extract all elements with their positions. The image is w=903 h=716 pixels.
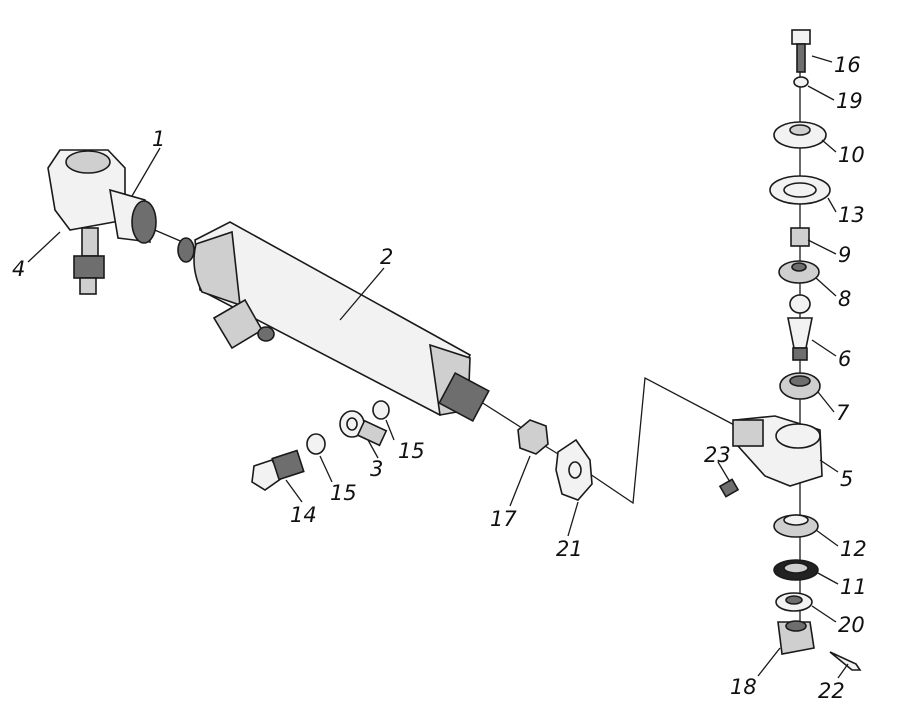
bolt-thread xyxy=(271,449,305,481)
leader-1 xyxy=(131,147,161,197)
nut-part-17 xyxy=(517,419,549,455)
leader-15a xyxy=(385,419,395,441)
housing-tube-opening xyxy=(131,200,157,244)
bolt-part-14 xyxy=(251,449,305,491)
leader-12 xyxy=(815,529,839,547)
cylinder-rod-end xyxy=(177,237,195,263)
housing-5-tube xyxy=(732,419,764,447)
label-part-9: 9 xyxy=(838,243,851,267)
spring-9 xyxy=(790,227,810,247)
cylinder-threaded-end xyxy=(438,371,490,423)
leader-5 xyxy=(819,459,839,473)
washer-15-left xyxy=(306,433,326,455)
cover-10-boss xyxy=(789,124,811,136)
label-part-19: 19 xyxy=(836,89,863,113)
leader-23 xyxy=(717,461,731,483)
label-part-15-left: 15 xyxy=(330,481,357,505)
leader-3 xyxy=(367,439,379,459)
label-part-3: 3 xyxy=(370,457,383,481)
label-part-7: 7 xyxy=(836,401,850,425)
bolt-16-shank xyxy=(796,43,806,73)
label-part-17: 17 xyxy=(490,507,517,531)
axis-line-offset xyxy=(589,376,741,505)
leader-10 xyxy=(821,139,837,153)
housing-stud-end xyxy=(79,277,97,295)
label-part-1: 1 xyxy=(152,127,165,151)
assembly-axis-lines xyxy=(149,50,801,640)
castle-nut-18-top xyxy=(785,620,807,632)
label-part-16: 16 xyxy=(834,53,861,77)
label-part-13: 13 xyxy=(838,203,865,227)
nut-hex xyxy=(517,419,549,455)
label-part-22: 22 xyxy=(818,679,845,703)
ball-joint-stack xyxy=(718,29,862,671)
label-part-4: 4 xyxy=(12,257,25,281)
ball-pin-6-ball xyxy=(789,294,811,314)
leader-6 xyxy=(811,339,837,357)
label-part-21: 21 xyxy=(556,537,583,561)
part-labels: 1 2 3 4 5 6 7 8 9 10 11 12 13 14 15 15 1… xyxy=(12,53,867,703)
label-part-18: 18 xyxy=(730,675,757,699)
leader-8 xyxy=(815,277,837,297)
leader-21 xyxy=(567,501,579,537)
bushing-12-hole xyxy=(783,514,809,526)
cylinder-front-band xyxy=(193,230,241,307)
banjo-stem xyxy=(356,419,388,447)
label-part-12: 12 xyxy=(840,537,867,561)
leader-13 xyxy=(827,197,837,213)
seat-8 xyxy=(778,260,820,284)
label-part-11: 11 xyxy=(840,575,867,599)
gasket-13-hole xyxy=(783,182,817,198)
leader-17 xyxy=(509,455,531,507)
leader-2 xyxy=(339,267,385,321)
leader-19 xyxy=(807,85,835,101)
bolt-16-head xyxy=(791,29,811,45)
lock-washer-part-21 xyxy=(555,438,593,501)
leader-11 xyxy=(815,571,839,585)
seat-8-hole xyxy=(791,262,807,272)
label-part-23: 23 xyxy=(704,443,731,467)
housing-stud xyxy=(81,227,99,257)
label-part-6: 6 xyxy=(838,347,851,371)
banjo-fitting-part-3 xyxy=(306,400,390,455)
housing-cap xyxy=(65,150,111,174)
leader-20 xyxy=(811,605,837,623)
label-part-2: 2 xyxy=(380,245,393,269)
spring-washer-11-hole xyxy=(783,562,809,574)
end-housing-part-4-1 xyxy=(47,149,157,295)
label-part-10: 10 xyxy=(838,143,865,167)
label-part-20: 20 xyxy=(838,613,865,637)
leader-7 xyxy=(817,391,835,413)
grease-nipple-23 xyxy=(718,478,740,498)
label-part-15-right: 15 xyxy=(398,439,425,463)
washer-20-hole xyxy=(785,595,803,605)
ball-pin-6-stem xyxy=(787,317,813,349)
housing-nut xyxy=(73,255,105,279)
leader-4 xyxy=(27,231,61,263)
lock-washer-hole xyxy=(568,461,582,479)
axis-line-center xyxy=(477,399,523,429)
banjo-ring-hole xyxy=(346,417,358,431)
leader-15b xyxy=(319,455,333,483)
leader-18 xyxy=(757,647,781,677)
washer-19 xyxy=(793,76,809,88)
cylinder-port-nut xyxy=(257,326,275,342)
label-part-5: 5 xyxy=(840,467,853,491)
leader-22 xyxy=(837,663,849,679)
leader-14 xyxy=(285,479,303,503)
label-part-14: 14 xyxy=(290,503,317,527)
leader-lines xyxy=(27,55,849,679)
socket-7-hole xyxy=(789,375,811,387)
washer-15-right xyxy=(372,400,390,420)
leader-16 xyxy=(811,55,833,63)
cotter-pin-22 xyxy=(829,651,862,671)
leader-9 xyxy=(807,239,837,255)
label-part-8: 8 xyxy=(838,287,851,311)
housing-5-bore xyxy=(775,423,821,449)
cylinder-part-2 xyxy=(177,221,490,423)
ball-pin-6-thread xyxy=(792,347,808,361)
